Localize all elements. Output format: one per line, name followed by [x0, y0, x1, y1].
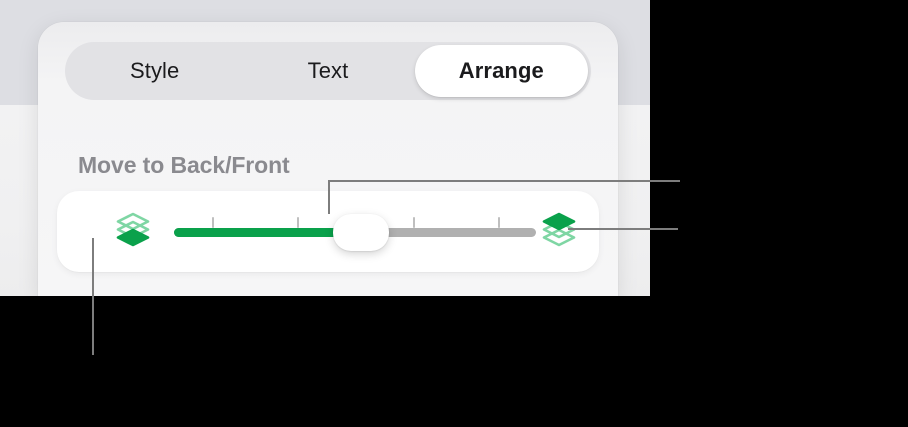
- move-to-front-icon[interactable]: [535, 207, 583, 255]
- callout-move-to-back: [92, 238, 94, 355]
- slider-tick: [297, 217, 299, 228]
- slider-tick: [413, 217, 415, 228]
- format-popover: Style Text Arrange Move to Back/Front: [38, 22, 618, 296]
- tab-arrange[interactable]: Arrange: [414, 45, 588, 97]
- move-to-back-front-row: [57, 191, 599, 272]
- screenshot-canvas: Style Text Arrange Move to Back/Front: [0, 0, 650, 296]
- section-title-move-to-back-front: Move to Back/Front: [78, 152, 290, 178]
- move-to-back-icon[interactable]: [109, 207, 157, 255]
- tab-text[interactable]: Text: [241, 45, 414, 97]
- format-tabs[interactable]: Style Text Arrange: [65, 42, 591, 100]
- tab-style-label: Style: [129, 58, 180, 83]
- tab-arrange-label: Arrange: [458, 58, 544, 83]
- tab-text-label: Text: [307, 58, 349, 83]
- slider-tick: [212, 217, 214, 228]
- slider-track-fill: [174, 228, 356, 237]
- slider-thumb[interactable]: [333, 214, 389, 251]
- callout-move-to-front: [568, 228, 678, 230]
- slider-tick: [498, 217, 500, 228]
- move-to-back-front-slider[interactable]: [174, 214, 536, 251]
- callout-slider-thumb: [328, 180, 680, 214]
- tab-style[interactable]: Style: [68, 45, 241, 97]
